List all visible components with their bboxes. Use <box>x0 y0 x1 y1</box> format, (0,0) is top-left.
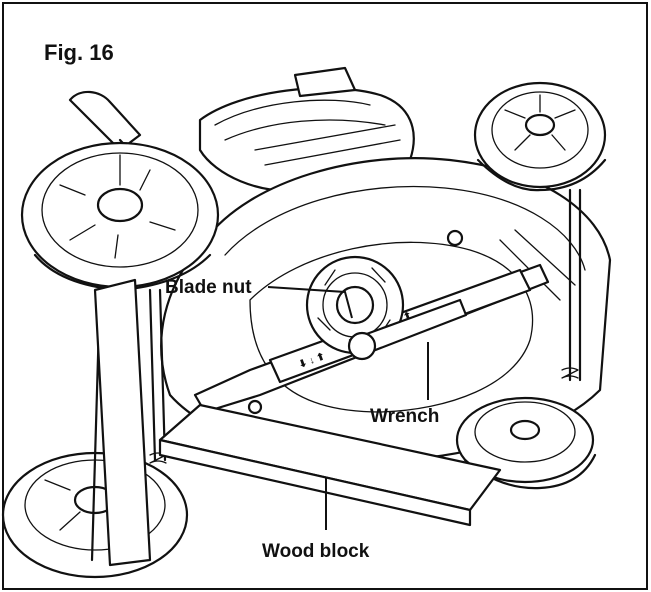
wheel-icon-rear-right <box>473 81 607 192</box>
figure-title: Fig. 16 <box>44 40 114 65</box>
wheel-icon-front-left <box>20 141 220 292</box>
wood-block-icon <box>158 403 502 527</box>
blade-nut-leader <box>267 286 353 319</box>
wood-block-label: Wood block <box>262 541 370 562</box>
wrench-icon <box>347 298 468 361</box>
wheel-icon-front-right <box>455 396 597 490</box>
wrench-label: Wrench <box>370 406 439 427</box>
blade-nut-label: Blade nut <box>165 277 252 298</box>
axle-rods <box>90 188 582 567</box>
